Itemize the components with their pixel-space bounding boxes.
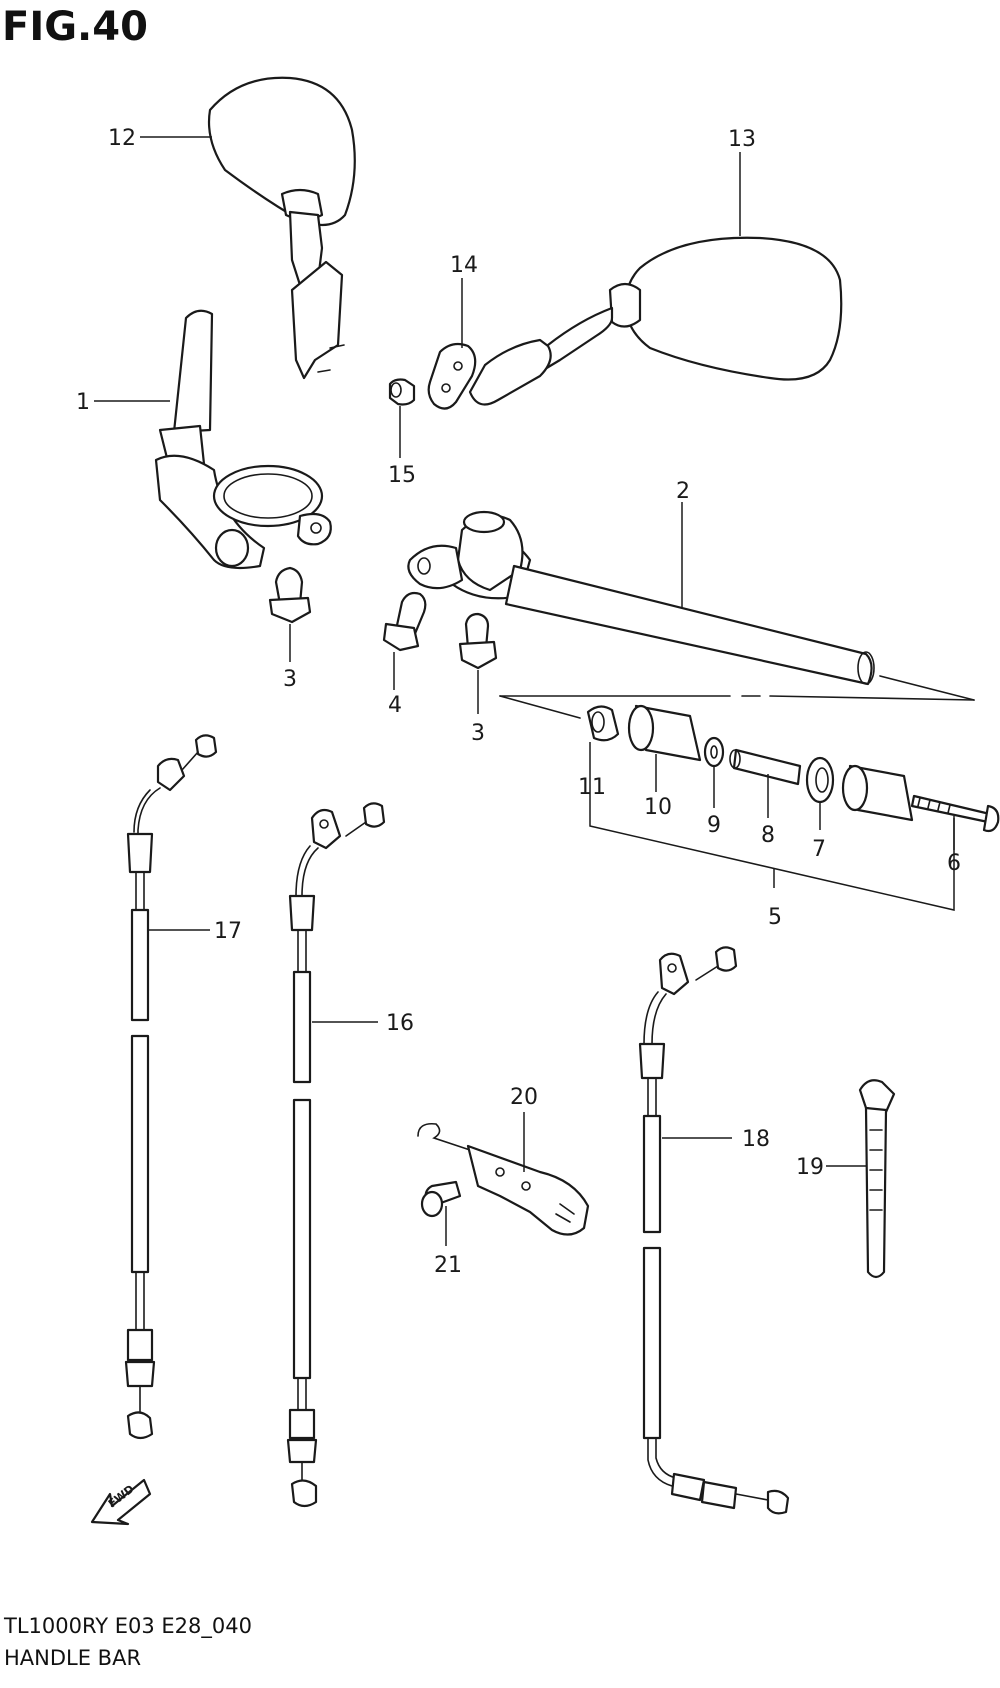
right-mirror[interactable] (468, 236, 843, 406)
callout-19: 19 (796, 1155, 824, 1180)
callout-18: 18 (742, 1127, 770, 1152)
callout-3-left: 3 (283, 667, 297, 692)
callout-21: 21 (434, 1253, 462, 1278)
callout-4: 4 (388, 693, 402, 718)
callout-10: 10 (644, 795, 672, 820)
model-code: TL1000RY E03 E28_040 (4, 1614, 252, 1638)
bolt-3-left[interactable] (268, 566, 312, 624)
left-mirror[interactable] (207, 76, 356, 380)
callout-5: 5 (768, 905, 782, 930)
cable-18[interactable] (638, 946, 790, 1515)
callout-14: 14 (450, 253, 478, 278)
balancer-end[interactable] (841, 764, 914, 822)
callout-9: 9 (707, 813, 721, 838)
balancer-screw[interactable] (910, 794, 1000, 833)
callout-numbers: 12 13 14 15 1 2 3 4 3 11 10 9 8 7 6 5 17… (76, 126, 961, 1278)
nut[interactable] (388, 378, 416, 406)
callout-11: 11 (578, 775, 606, 800)
balancer-weight[interactable] (627, 704, 702, 762)
callout-20: 20 (510, 1085, 538, 1110)
callout-13: 13 (728, 127, 756, 152)
callout-1: 1 (76, 390, 90, 415)
cable-17[interactable] (124, 734, 218, 1440)
right-handlebar[interactable] (407, 510, 875, 686)
callout-16: 16 (386, 1011, 414, 1036)
callout-3-middle: 3 (471, 721, 485, 746)
shaft[interactable] (729, 748, 802, 786)
callout-12: 12 (108, 126, 136, 151)
cable-16[interactable] (286, 802, 386, 1508)
callout-17: 17 (214, 919, 242, 944)
cable-tie[interactable] (858, 1079, 896, 1279)
washer[interactable] (703, 736, 725, 768)
cable-bracket[interactable] (417, 1122, 590, 1236)
left-handlebar[interactable] (154, 309, 332, 570)
callout-7: 7 (812, 837, 826, 862)
bolt-4[interactable] (382, 591, 427, 652)
bolt-3-middle[interactable] (458, 612, 498, 670)
section-name: HANDLE BAR (4, 1646, 142, 1670)
mirror-plate[interactable] (427, 342, 477, 410)
bracket-screw[interactable] (420, 1180, 462, 1218)
figure-title: FIG.40 (2, 4, 148, 50)
fwd-arrow-icon: FWD (90, 1478, 152, 1526)
bushing[interactable] (586, 705, 620, 742)
callout-2: 2 (676, 479, 690, 504)
cushion[interactable] (805, 756, 835, 804)
callout-6: 6 (947, 851, 961, 876)
leader-lines (94, 136, 955, 1246)
callout-8: 8 (761, 823, 775, 848)
callout-15: 15 (388, 463, 416, 488)
